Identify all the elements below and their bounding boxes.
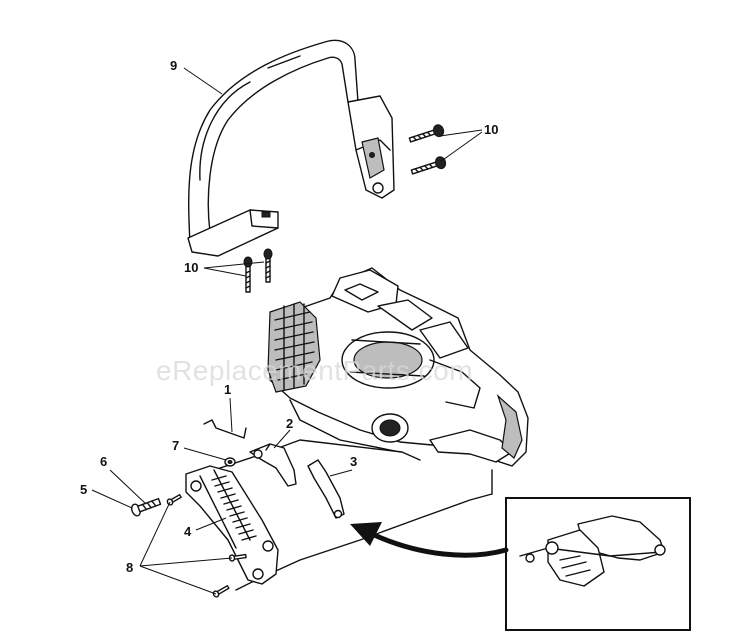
spring-wire[interactable] xyxy=(203,419,247,439)
lower-bolts[interactable] xyxy=(243,248,273,293)
callout-9: 9 xyxy=(170,58,177,73)
callout-2: 2 xyxy=(286,416,293,431)
leader-lines xyxy=(91,67,483,595)
hand-guard[interactable] xyxy=(185,465,279,585)
detail-arrow xyxy=(350,522,509,558)
brake-link[interactable] xyxy=(307,459,345,519)
engine-housing xyxy=(267,267,529,467)
watermark-text: eReplacementParts.com xyxy=(156,355,473,386)
detail-inset xyxy=(505,497,691,631)
callout-8: 8 xyxy=(126,560,133,575)
upper-bolts[interactable] xyxy=(408,123,447,177)
callout-10-lower: 10 xyxy=(184,260,198,275)
front-handle-bar[interactable] xyxy=(187,39,395,257)
hand-guard-texture xyxy=(211,475,257,541)
callout-10-upper: 10 xyxy=(484,122,498,137)
callout-3: 3 xyxy=(350,454,357,469)
callout-4: 4 xyxy=(184,524,192,539)
brake-lever[interactable] xyxy=(249,443,297,487)
callout-5: 5 xyxy=(80,482,87,497)
callout-1: 1 xyxy=(224,382,231,397)
bushing-7[interactable] xyxy=(224,457,236,467)
callout-labels: 9 10 10 1 2 3 7 6 5 4 8 xyxy=(80,58,498,575)
screw-5[interactable] xyxy=(130,496,162,517)
callout-6: 6 xyxy=(100,454,107,469)
inset-brake-assembly xyxy=(519,515,666,587)
callout-7: 7 xyxy=(172,438,179,453)
